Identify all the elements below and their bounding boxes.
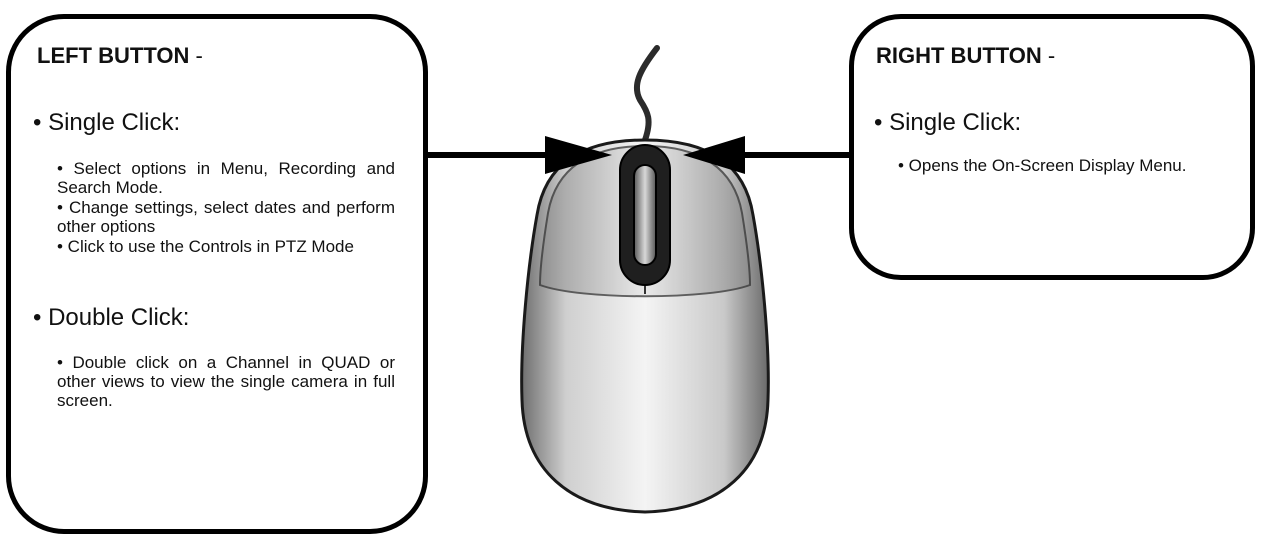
left-button-panel: LEFT BUTTON - • Single Click: • Select o… [6, 14, 428, 534]
left-single-click-heading: • Single Click: [33, 109, 180, 137]
mouse-cord [637, 48, 657, 140]
right-single-click-item-1: • Opens the On-Screen Display Menu. [898, 156, 1223, 175]
left-double-click-item-1: • Double click on a Channel in QUAD or o… [57, 353, 395, 410]
scroll-wheel [634, 165, 656, 265]
left-panel-title: LEFT BUTTON - [37, 43, 203, 69]
left-double-click-heading: • Double Click: [33, 304, 189, 332]
right-button-panel: RIGHT BUTTON - • Single Click: • Opens t… [849, 14, 1255, 280]
left-single-click-item-2: • Change settings, select dates and perf… [57, 198, 395, 236]
left-single-click-item-3: • Click to use the Controls in PTZ Mode [57, 237, 395, 256]
right-panel-title: RIGHT BUTTON - [876, 43, 1055, 69]
right-single-click-heading: • Single Click: [874, 109, 1021, 137]
left-single-click-item-1: • Select options in Menu, Recording and … [57, 159, 395, 197]
